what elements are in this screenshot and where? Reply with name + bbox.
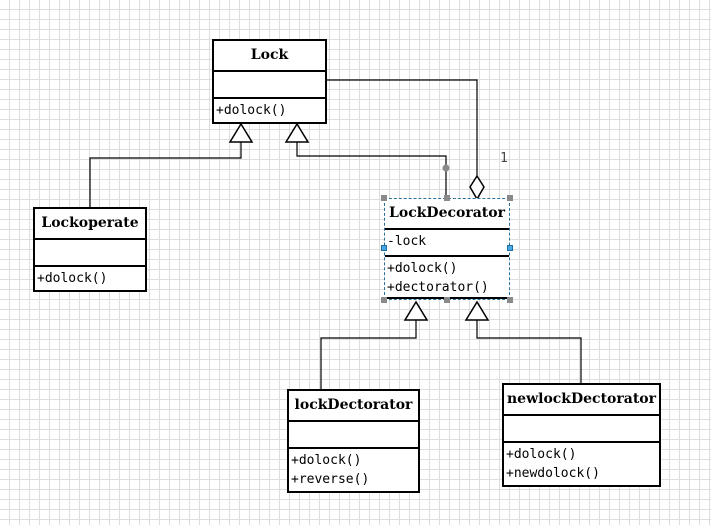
generalization-arrow-lockoperate: [228, 122, 254, 143]
class-attributes: [504, 416, 659, 443]
class-name: newlockDectorator: [504, 385, 659, 416]
resize-handle-e[interactable]: [507, 245, 513, 251]
resize-handle-nw[interactable]: [381, 195, 387, 201]
resize-handle-s[interactable]: [444, 297, 450, 303]
class-name: LockDecorator: [385, 199, 509, 230]
operation: +reverse(): [291, 472, 370, 487]
class-name: Lock: [214, 41, 325, 72]
generalization-arrow-lockdecorator: [284, 122, 310, 143]
attribute: -lock: [387, 234, 427, 249]
resize-handle-w[interactable]: [381, 245, 387, 251]
class-lock[interactable]: Lock +dolock(): [212, 39, 327, 124]
resize-handle-n[interactable]: [444, 195, 450, 201]
class-operations: +dolock() +newdolock(): [504, 443, 659, 483]
generalization-line-lockdectorator[interactable]: [320, 320, 417, 390]
resize-handle-se[interactable]: [507, 297, 513, 303]
class-name: lockDectorator: [289, 391, 418, 422]
class-attributes: [35, 240, 145, 267]
class-lockdecorator[interactable]: LockDecorator -lock +dolock() +dectorato…: [384, 198, 510, 300]
class-operations: +dolock() +reverse(): [289, 449, 418, 489]
aggregation-diamond: [469, 174, 485, 201]
operation: +dolock(): [37, 271, 108, 286]
operation: +dectorator(): [387, 280, 489, 295]
generalization-line-lockoperate[interactable]: [89, 142, 242, 208]
generalization-line-newlockdectorator[interactable]: [476, 320, 582, 384]
multiplicity-label: 1: [500, 151, 508, 166]
operation: +dolock(): [387, 261, 458, 276]
resize-handle-ne[interactable]: [507, 195, 513, 201]
class-attributes: [214, 72, 325, 99]
operation: +dolock(): [291, 453, 362, 468]
resize-handle-sw[interactable]: [381, 297, 387, 303]
class-operations: +dolock(): [214, 99, 325, 120]
generalization-line-lockdecorator[interactable]: [296, 142, 447, 197]
aggregation-line[interactable]: [327, 79, 478, 176]
connector-point-handle[interactable]: [442, 164, 450, 172]
class-name: Lockoperate: [35, 209, 145, 240]
class-attributes: [289, 422, 418, 449]
class-operations: +dolock() +dectorator(): [385, 257, 509, 299]
class-attributes: -lock: [385, 230, 509, 257]
class-operations: +dolock(): [35, 267, 145, 288]
class-lockdectorator[interactable]: lockDectorator +dolock() +reverse(): [287, 389, 420, 493]
operation: +dolock(): [216, 103, 287, 118]
operation: +dolock(): [506, 447, 577, 462]
class-lockoperate[interactable]: Lockoperate +dolock(): [33, 207, 147, 292]
operation: +newdolock(): [506, 466, 600, 481]
generalization-arrow-newlockdectorator: [464, 300, 490, 321]
class-newlockdectorator[interactable]: newlockDectorator +dolock() +newdolock(): [502, 383, 661, 487]
generalization-arrow-lockdectorator: [403, 300, 429, 321]
